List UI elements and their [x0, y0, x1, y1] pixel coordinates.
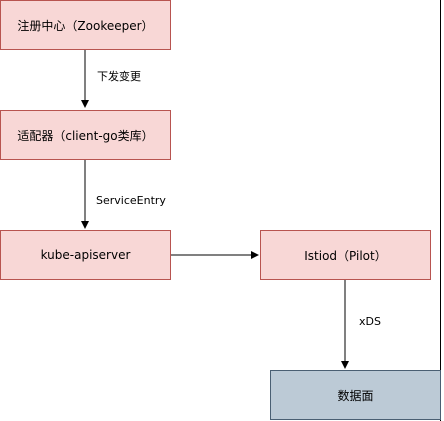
edge-label-registry-to-adapter: 下发变更 — [97, 68, 141, 84]
apiserver-node: kube-apiserver — [0, 230, 171, 280]
registry-label: 注册中心（Zookeeper） — [17, 18, 154, 33]
dataplane-node: 数据面 — [270, 370, 441, 420]
adapter-label: 适配器（client-go类库） — [17, 128, 154, 143]
edge-label-istiod-to-dataplane: xDS — [359, 315, 381, 328]
istiod-node: Istiod（Pilot） — [260, 230, 431, 280]
istiod-label: Istiod（Pilot） — [304, 248, 387, 263]
apiserver-label: kube-apiserver — [40, 248, 131, 262]
registry-node: 注册中心（Zookeeper） — [0, 0, 171, 50]
dataplane-label: 数据面 — [337, 388, 374, 403]
adapter-node: 适配器（client-go类库） — [0, 110, 171, 160]
edge-label-adapter-to-apiserver: ServiceEntry — [96, 194, 166, 207]
